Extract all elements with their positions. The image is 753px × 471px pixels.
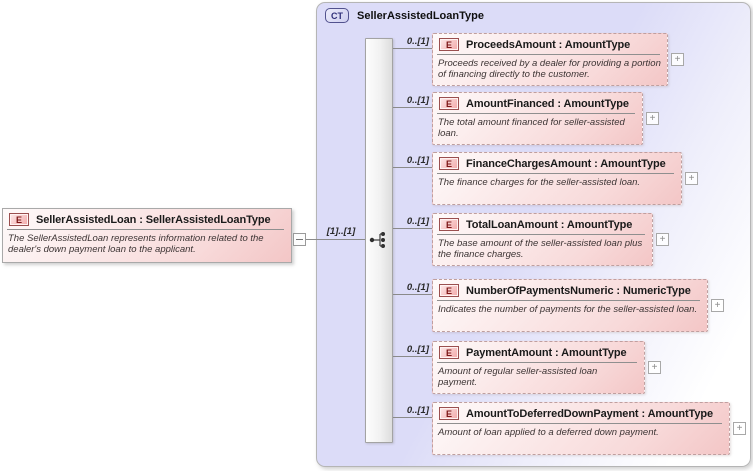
child-element-node[interactable]: E FinanceChargesAmount : AmountType The … bbox=[432, 152, 682, 205]
child-element-description: The total amount financed for seller-ass… bbox=[438, 117, 625, 139]
root-element-title: SellerAssistedLoan : SellerAssistedLoanT… bbox=[36, 213, 271, 226]
child-element-row: 0..[1] E AmountToDeferredDownPayment : A… bbox=[393, 402, 753, 456]
child-element-title-row: E TotalLoanAmount : AmountType bbox=[433, 214, 652, 234]
child-element-description: Amount of loan applied to a deferred dow… bbox=[438, 427, 659, 438]
child-element-row: 0..[1] E NumberOfPaymentsNumeric : Numer… bbox=[393, 279, 753, 333]
element-icon: E bbox=[439, 407, 459, 420]
root-element-title-row: E SellerAssistedLoan : SellerAssistedLoa… bbox=[3, 209, 291, 229]
child-element-node[interactable]: E PaymentAmount : AmountType Amount of r… bbox=[432, 341, 645, 394]
element-icon: E bbox=[439, 284, 459, 297]
cardinality-label: 0..[1] bbox=[406, 405, 429, 416]
cardinality-label: 0..[1] bbox=[406, 282, 429, 293]
cardinality-label: 0..[1] bbox=[406, 344, 429, 355]
expand-icon[interactable]: + bbox=[685, 172, 698, 185]
connector-line bbox=[393, 228, 432, 229]
connector-line bbox=[393, 48, 432, 49]
child-element-node[interactable]: E AmountToDeferredDownPayment : AmountTy… bbox=[432, 402, 730, 455]
connector-line bbox=[393, 356, 432, 357]
child-element-node[interactable]: E TotalLoanAmount : AmountType The base … bbox=[432, 213, 653, 266]
sequence-compositor-icon[interactable] bbox=[368, 231, 390, 249]
divider bbox=[7, 229, 284, 230]
child-element-title: FinanceChargesAmount : AmountType bbox=[466, 157, 666, 170]
child-element-description: Amount of regular seller-assisted loan p… bbox=[438, 366, 598, 388]
divider bbox=[437, 54, 660, 55]
child-element-title-row: E ProceedsAmount : AmountType bbox=[433, 34, 667, 54]
connector-line bbox=[306, 239, 370, 240]
expand-icon[interactable]: + bbox=[648, 361, 661, 374]
complex-type-title: SellerAssistedLoanType bbox=[357, 9, 484, 22]
divider bbox=[437, 234, 645, 235]
divider bbox=[437, 300, 700, 301]
child-element-title-row: E PaymentAmount : AmountType bbox=[433, 342, 644, 362]
connector-line bbox=[393, 107, 432, 108]
expand-icon[interactable]: + bbox=[671, 53, 684, 66]
expand-icon[interactable]: + bbox=[711, 299, 724, 312]
cardinality-label: 0..[1] bbox=[406, 216, 429, 227]
connector-line bbox=[393, 167, 432, 168]
expand-icon[interactable]: + bbox=[646, 112, 659, 125]
element-icon: E bbox=[439, 346, 459, 359]
connector-line bbox=[393, 417, 432, 418]
element-icon: E bbox=[439, 38, 459, 51]
divider bbox=[437, 423, 722, 424]
child-element-node[interactable]: E ProceedsAmount : AmountType Proceeds r… bbox=[432, 33, 668, 86]
child-element-title: AmountToDeferredDownPayment : AmountType bbox=[466, 407, 713, 420]
child-element-title-row: E FinanceChargesAmount : AmountType bbox=[433, 153, 681, 173]
child-element-description: The base amount of the seller-assisted l… bbox=[438, 238, 643, 260]
child-element-row: 0..[1] E FinanceChargesAmount : AmountTy… bbox=[393, 152, 753, 206]
root-element-node[interactable]: E SellerAssistedLoan : SellerAssistedLoa… bbox=[2, 208, 292, 263]
child-element-row: 0..[1] E AmountFinanced : AmountType The… bbox=[393, 92, 753, 146]
divider bbox=[437, 362, 637, 363]
element-icon: E bbox=[439, 97, 459, 110]
complex-type-header: CT SellerAssistedLoanType bbox=[325, 8, 484, 23]
child-element-title: ProceedsAmount : AmountType bbox=[466, 38, 631, 51]
child-element-title: TotalLoanAmount : AmountType bbox=[466, 218, 633, 231]
cardinality-label: 0..[1] bbox=[406, 95, 429, 106]
expand-icon[interactable]: + bbox=[656, 233, 669, 246]
collapse-toggle[interactable] bbox=[293, 233, 306, 246]
divider bbox=[437, 113, 635, 114]
child-element-title-row: E AmountFinanced : AmountType bbox=[433, 93, 642, 113]
child-element-title: NumberOfPaymentsNumeric : NumericType bbox=[466, 284, 691, 297]
minus-icon bbox=[296, 239, 303, 240]
child-element-description: Proceeds received by a dealer for provid… bbox=[438, 58, 661, 80]
child-element-title: PaymentAmount : AmountType bbox=[466, 346, 627, 359]
element-icon: E bbox=[439, 218, 459, 231]
element-icon: E bbox=[9, 213, 29, 226]
child-element-row: 0..[1] E TotalLoanAmount : AmountType Th… bbox=[393, 213, 753, 267]
root-cardinality-label: [1]..[1] bbox=[326, 226, 356, 237]
root-element-description: The SellerAssistedLoan represents inform… bbox=[8, 233, 264, 255]
element-icon: E bbox=[439, 157, 459, 170]
divider bbox=[437, 173, 674, 174]
child-element-description: Indicates the number of payments for the… bbox=[438, 304, 698, 315]
cardinality-label: 0..[1] bbox=[406, 155, 429, 166]
cardinality-label: 0..[1] bbox=[406, 36, 429, 47]
child-element-row: 0..[1] E ProceedsAmount : AmountType Pro… bbox=[393, 33, 753, 87]
child-element-row: 0..[1] E PaymentAmount : AmountType Amou… bbox=[393, 341, 753, 395]
child-element-title-row: E NumberOfPaymentsNumeric : NumericType bbox=[433, 280, 707, 300]
child-element-title-row: E AmountToDeferredDownPayment : AmountTy… bbox=[433, 403, 729, 423]
child-element-title: AmountFinanced : AmountType bbox=[466, 97, 629, 110]
child-element-description: The finance charges for the seller-assis… bbox=[438, 177, 641, 188]
child-element-node[interactable]: E NumberOfPaymentsNumeric : NumericType … bbox=[432, 279, 708, 332]
connector-line bbox=[393, 294, 432, 295]
complex-type-icon: CT bbox=[325, 8, 349, 23]
child-element-node[interactable]: E AmountFinanced : AmountType The total … bbox=[432, 92, 643, 145]
expand-icon[interactable]: + bbox=[733, 422, 746, 435]
